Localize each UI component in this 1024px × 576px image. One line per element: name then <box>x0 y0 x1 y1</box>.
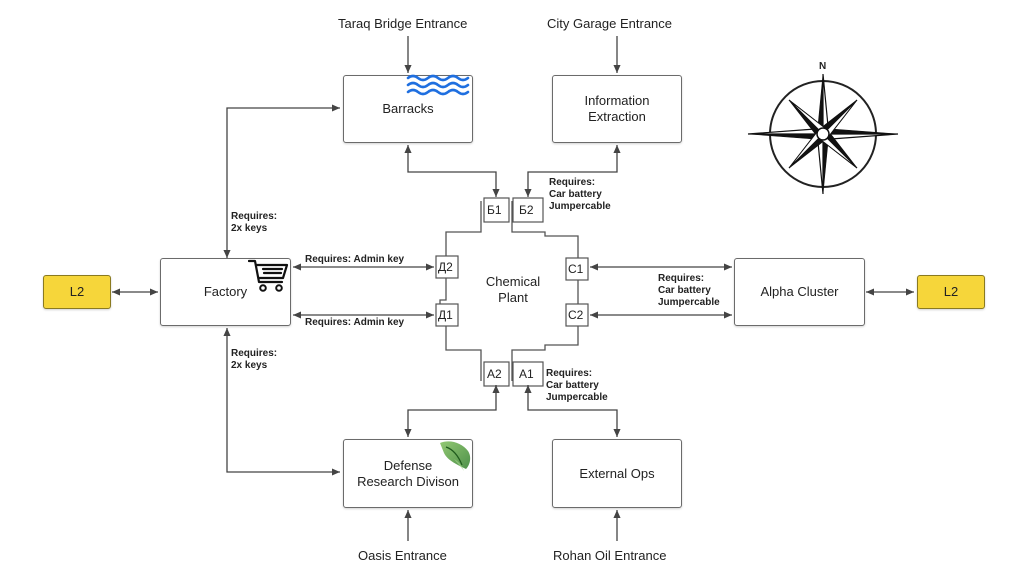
external-ops-node: External Ops <box>552 439 682 508</box>
port-a2: A2 <box>487 367 502 381</box>
port-b1: Б1 <box>487 203 502 217</box>
information-extraction-node: Information Extraction <box>552 75 682 143</box>
defense-research-node: Defense Research Divison <box>343 439 473 508</box>
barracks-node: Barracks <box>343 74 473 143</box>
factory-label: Factory <box>203 284 248 299</box>
oasis-entrance-label: Oasis Entrance <box>358 548 447 563</box>
water-waves-icon <box>406 74 470 96</box>
port-c1: C1 <box>568 262 584 276</box>
factory-node: Factory <box>160 258 291 326</box>
l2-right-label: L2 <box>943 284 959 299</box>
port-a1: A1 <box>519 367 534 381</box>
factory-bottom-requirement: Requires: 2x keys <box>231 348 278 371</box>
b2-requirement: Requires: Car battery Jumpercable <box>549 177 611 212</box>
l2-left-node: L2 <box>43 275 111 309</box>
defense-research-label: Defense Research Divison <box>357 457 459 489</box>
port-d2: Д2 <box>438 260 453 274</box>
port-b2: Б2 <box>519 203 534 217</box>
a1-requirement: Requires: Car battery Jumpercable <box>546 368 608 403</box>
shopping-cart-icon <box>248 259 289 292</box>
information-extraction-label: Information Extraction <box>584 93 650 124</box>
rohan-oil-entrance-label: Rohan Oil Entrance <box>553 548 667 563</box>
port-c2: C2 <box>568 308 584 322</box>
city-garage-entrance-label: City Garage Entrance <box>547 16 673 31</box>
l2-left-label: L2 <box>69 284 85 299</box>
alpha-cluster-node: Alpha Cluster <box>734 258 865 326</box>
l2-right-node: L2 <box>917 275 985 309</box>
barracks-label: Barracks <box>382 101 434 116</box>
chemical-plant-outline <box>439 201 579 381</box>
compass-north-label: N <box>819 61 827 72</box>
taraq-bridge-entrance-label: Taraq Bridge Entrance <box>338 16 468 31</box>
admin-key-top-requirement: Requires: Admin key <box>305 254 405 265</box>
chemical-plant-label: Chemical Plant <box>485 274 541 305</box>
admin-key-bottom-requirement: Requires: Admin key <box>305 317 405 328</box>
c-port-requirement: Requires: Car battery Jumpercable <box>658 273 720 308</box>
compass-rose-icon <box>747 73 899 195</box>
alpha-cluster-label: Alpha Cluster <box>760 284 839 299</box>
green-plant-icon <box>440 441 471 471</box>
port-d1: Д1 <box>438 308 453 322</box>
external-ops-label: External Ops <box>579 465 655 481</box>
factory-top-requirement: Requires: 2x keys <box>231 211 278 234</box>
